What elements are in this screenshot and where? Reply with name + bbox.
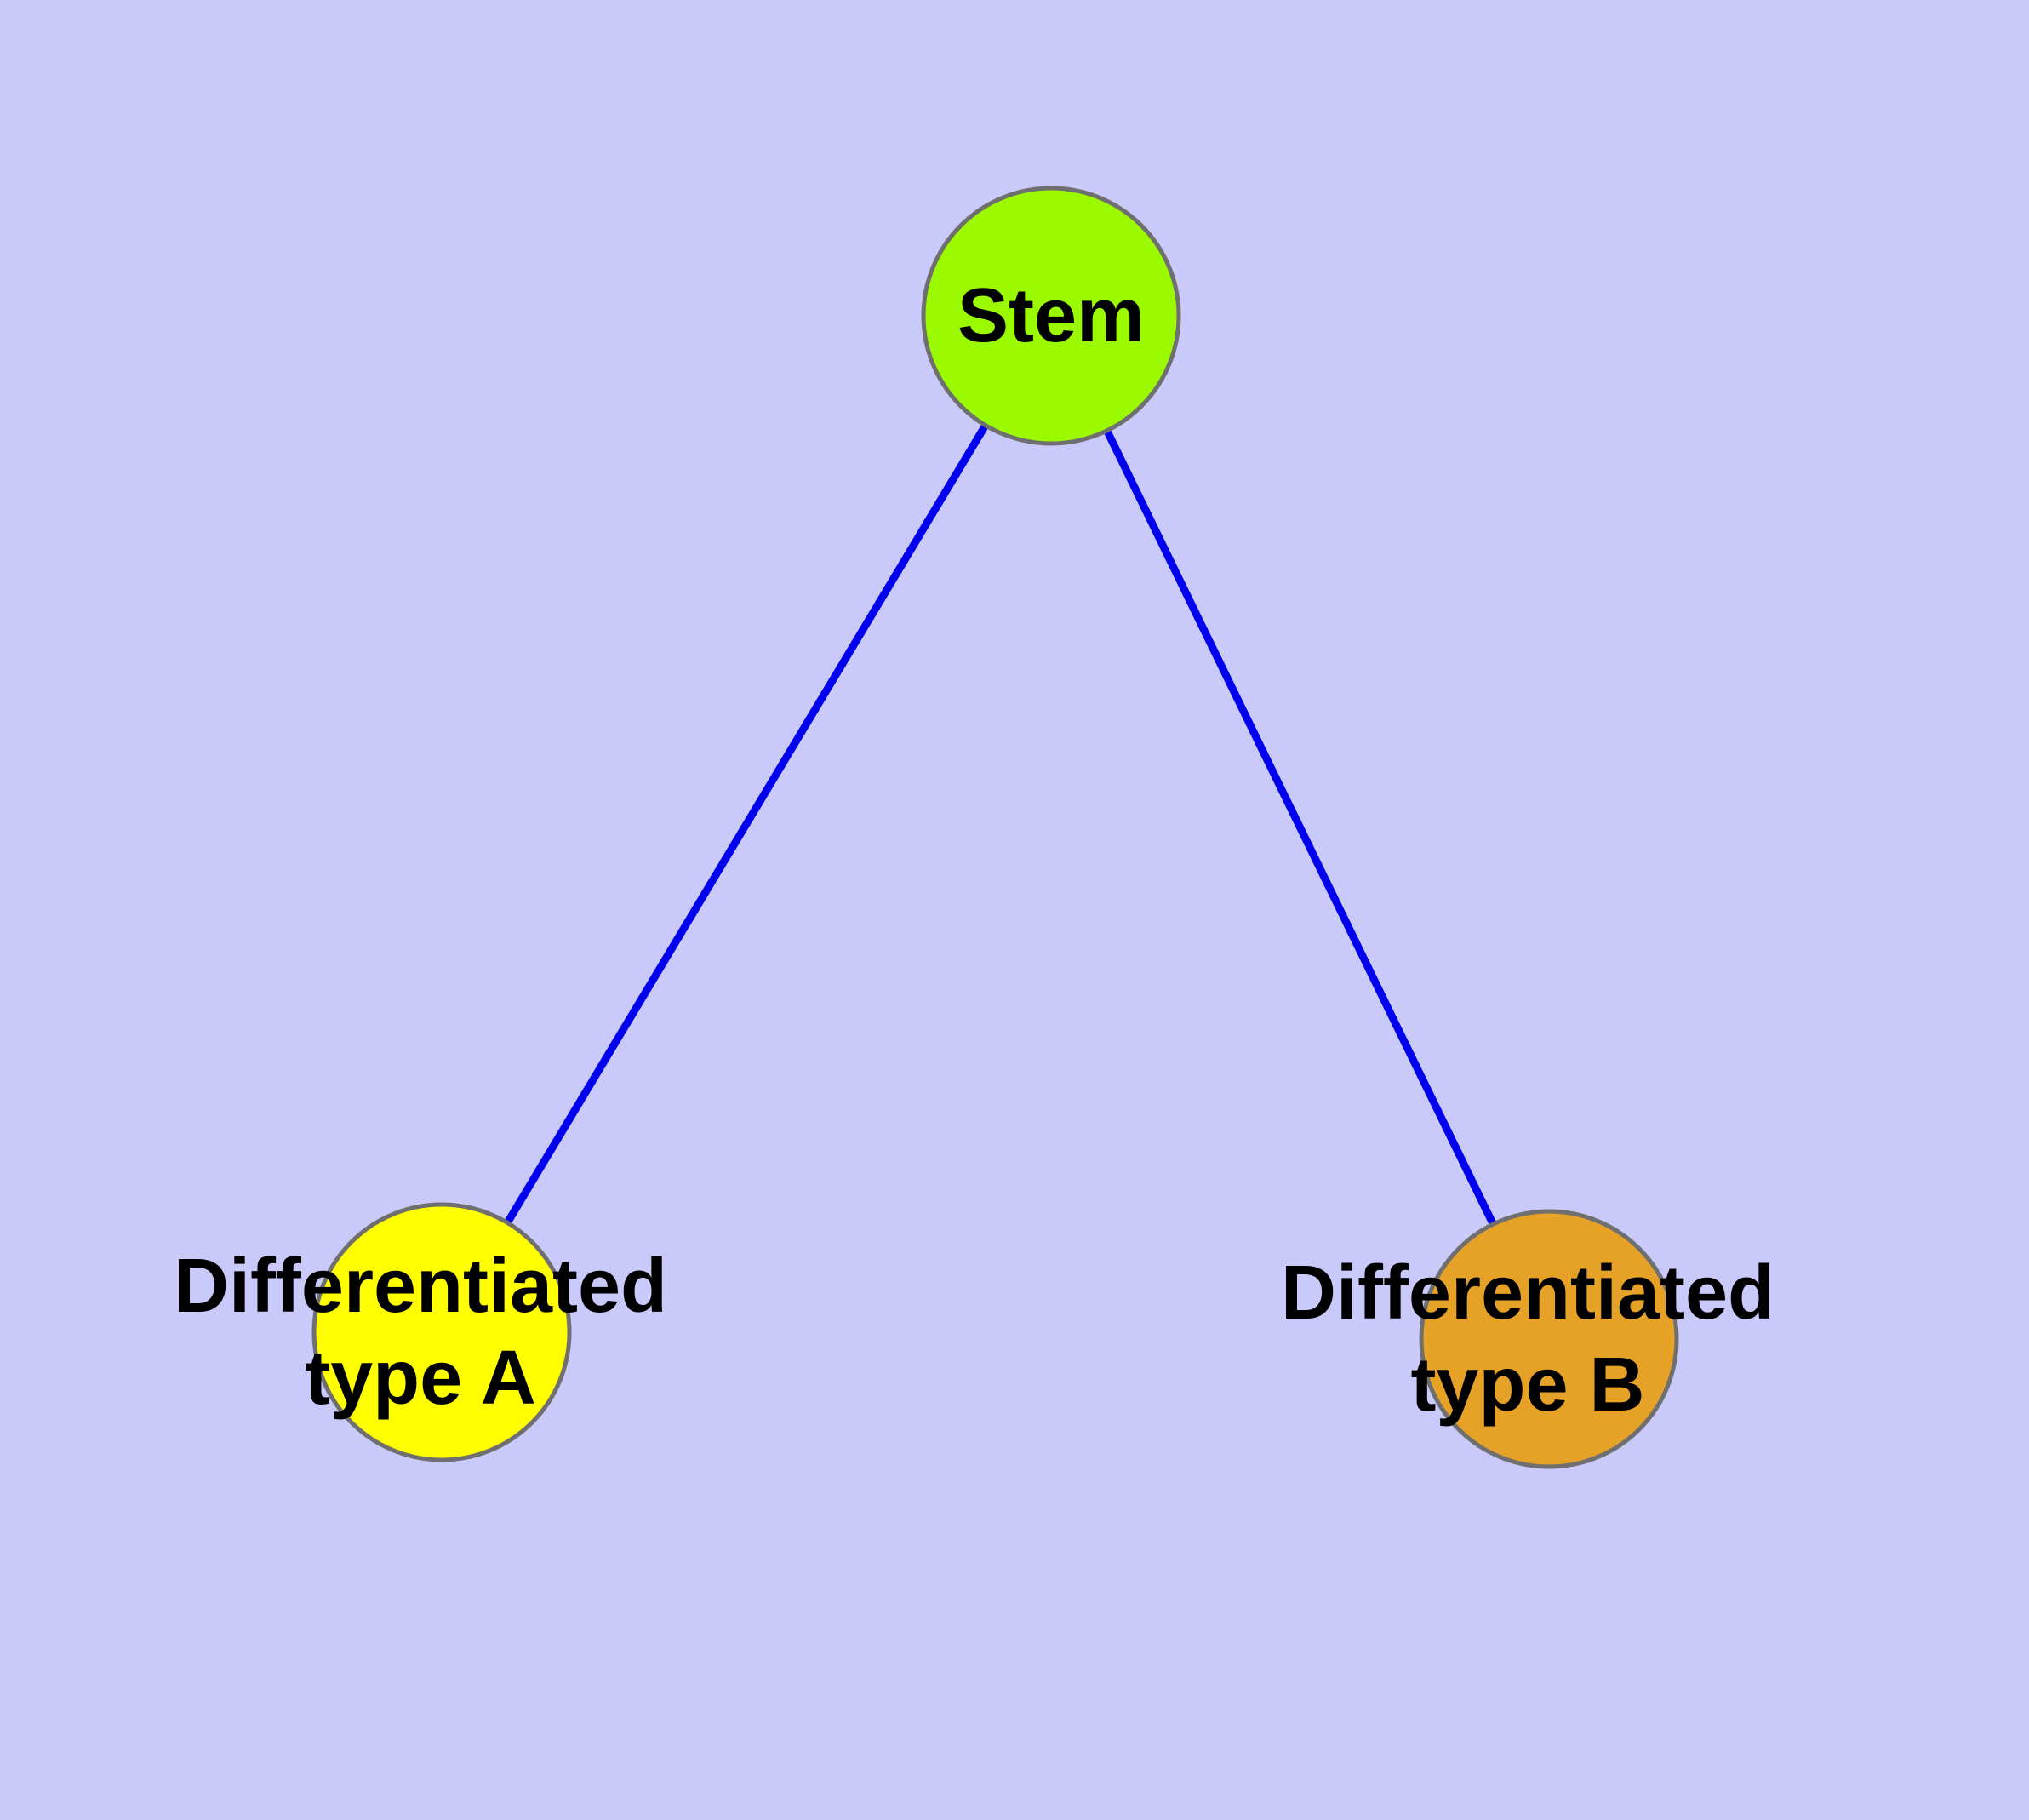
node-diff-type-b-label-line-1: Differentiated [1281,1251,1775,1336]
edge-stem-to-diff-type-a [438,313,1055,1335]
node-diff-type-a-label-line-2: type A [305,1336,536,1421]
node-diff-type-b-label-line-2: type B [1410,1342,1644,1428]
edge-stem-to-diff-type-b [1047,314,1553,1341]
node-stem-label-line-1: Stem [957,273,1145,358]
node-diff-type-a-circle[interactable] [311,1202,572,1462]
node-stem-circle[interactable] [921,186,1181,446]
node-diff-type-b-circle[interactable] [1419,1209,1679,1469]
node-diff-type-a-label-line-1: Differentiated [174,1244,667,1329]
